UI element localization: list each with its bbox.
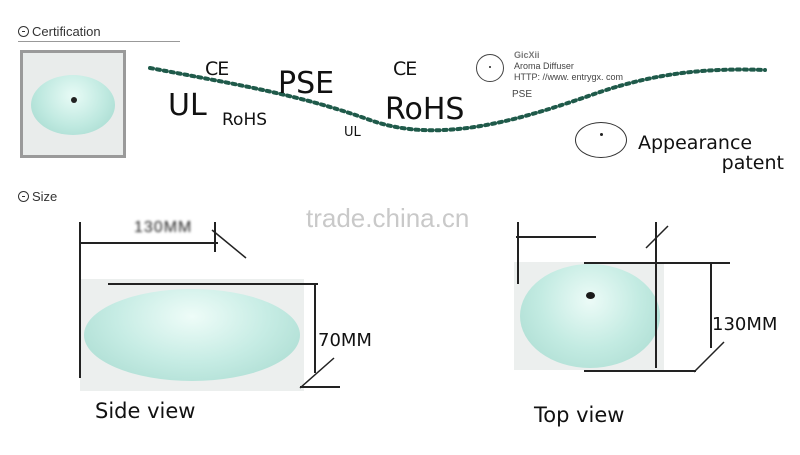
rohs-logo-large: RoHS bbox=[385, 92, 465, 127]
top-height-line bbox=[710, 262, 712, 348]
brand-name: GicXii bbox=[514, 50, 540, 60]
size-heading: Size bbox=[18, 189, 57, 204]
side-width-arrow bbox=[211, 229, 247, 259]
heading-rule bbox=[18, 41, 180, 42]
side-left-extension bbox=[79, 222, 81, 378]
section-bullet-icon bbox=[18, 191, 29, 202]
section-bullet-icon bbox=[18, 26, 29, 37]
rohs-logo-small: RoHS bbox=[222, 110, 268, 130]
side-bottom-line bbox=[300, 386, 340, 388]
ce-logo-2: CE bbox=[393, 58, 417, 80]
top-right-extension bbox=[655, 222, 657, 368]
certification-heading-text: Certification bbox=[32, 24, 101, 39]
diffuser-side bbox=[84, 289, 300, 381]
pse-small-label: PSE bbox=[512, 89, 533, 100]
top-height-arrow bbox=[693, 341, 725, 373]
side-right-extension bbox=[214, 222, 216, 252]
dotted-wave-curve bbox=[148, 66, 767, 133]
brand-product: Aroma Diffuser bbox=[514, 61, 574, 71]
side-top-line bbox=[108, 283, 318, 285]
watermark: trade.china.cn bbox=[306, 203, 470, 233]
size-heading-text: Size bbox=[32, 189, 58, 204]
side-view-label: Side view bbox=[95, 399, 196, 423]
side-height-arrow bbox=[299, 357, 335, 389]
side-view-photo bbox=[80, 279, 304, 391]
top-view-photo bbox=[514, 262, 664, 370]
mist-hole bbox=[71, 97, 77, 103]
side-width-line bbox=[80, 242, 218, 244]
top-width-line bbox=[516, 236, 596, 238]
brand-circle-icon bbox=[476, 54, 504, 82]
brand-url: HTTP: //www. entrygx. com bbox=[514, 72, 624, 82]
pse-logo: PSE bbox=[278, 66, 335, 101]
side-height-label: 70MM bbox=[318, 330, 372, 351]
ul-logo: UL bbox=[168, 88, 207, 123]
brand-block: GicXii Aroma Diffuser HTTP: //www. entry… bbox=[514, 50, 623, 83]
appearance-line2: patent bbox=[721, 152, 784, 174]
appearance-line1: Appearance bbox=[638, 132, 753, 154]
side-width-label: 130MM bbox=[134, 219, 193, 236]
mist-hole bbox=[586, 292, 595, 299]
product-thumbnail bbox=[20, 50, 126, 158]
top-bottom-line bbox=[584, 370, 696, 372]
top-view-label: Top view bbox=[534, 403, 625, 427]
top-width-marker bbox=[560, 219, 565, 237]
patent-circle-icon bbox=[575, 122, 627, 158]
top-width-arrow bbox=[645, 225, 669, 249]
appearance-patent: Appearance patent bbox=[638, 133, 784, 173]
diffuser-top bbox=[520, 264, 660, 368]
side-height-line bbox=[314, 283, 316, 373]
top-left-extension bbox=[517, 222, 519, 284]
ce-logo-1: CE bbox=[205, 58, 229, 80]
diffuser-image bbox=[31, 75, 115, 135]
ul-logo-small: UL bbox=[344, 125, 361, 140]
certification-heading: Certification bbox=[18, 24, 101, 39]
top-top-line bbox=[584, 262, 730, 264]
top-height-label: 130MM bbox=[712, 314, 778, 335]
